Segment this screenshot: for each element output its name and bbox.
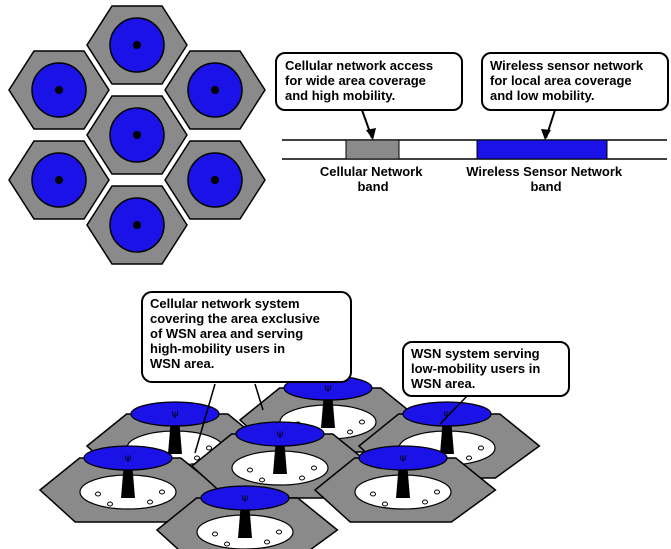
sensor-node [194, 455, 200, 461]
wsn-band-block [476, 139, 608, 160]
hex-cell [86, 185, 188, 265]
callout-cellular-access: Cellular network access for wide area co… [275, 52, 463, 140]
sensor-node [264, 539, 270, 545]
sensor-node [276, 529, 282, 535]
base-station-dot [133, 131, 141, 139]
wsn-band-label: Wireless Sensor Network band [466, 164, 626, 194]
antenna-icon: Ψ [324, 385, 331, 395]
wsn-canopy [200, 485, 290, 511]
base-station-dot [133, 41, 141, 49]
svg-text:Cellular network access: Cellular network access for wide area co… [285, 58, 437, 103]
base-station-tower [396, 462, 410, 498]
sensor-node [311, 465, 317, 471]
svg-text:WSN system serving low-m: WSN system serving low-mobility users in… [411, 346, 544, 391]
base-station-tower [121, 462, 135, 498]
sensor-node [147, 499, 153, 505]
perspective-cell: Ψ [190, 421, 374, 499]
hex-cell [164, 50, 266, 130]
base-station-dot [133, 221, 141, 229]
hex-cell [8, 50, 110, 130]
sensor-node [95, 491, 101, 497]
wsn-canopy [235, 421, 325, 447]
callout-wsn-system: WSN system serving low-mobility users in… [402, 341, 570, 425]
wsn-canopy [402, 401, 492, 427]
sensor-node [212, 531, 218, 537]
sensor-node [434, 489, 440, 495]
base-station-tower [440, 418, 454, 454]
base-station-dot [211, 86, 219, 94]
base-station-dot [55, 176, 63, 184]
sensor-node [478, 445, 484, 451]
sensor-node [159, 489, 165, 495]
hex-cell-layout [8, 5, 266, 265]
antenna-icon: Ψ [276, 431, 283, 441]
antenna-icon: Ψ [171, 411, 178, 421]
base-station-tower [321, 392, 335, 428]
sensor-node [347, 429, 353, 435]
sensor-node [299, 475, 305, 481]
sensor-node [247, 467, 253, 473]
hex-cell [86, 5, 188, 85]
sensor-node [359, 419, 365, 425]
wsn-canopy [83, 445, 173, 471]
callout-wsn-local: Wireless sensor network for local area c… [481, 52, 669, 140]
cellular-band-label: Cellular Network band [320, 164, 426, 194]
base-station-dot [55, 86, 63, 94]
hex-cell [164, 140, 266, 220]
sensor-node [466, 455, 472, 461]
perspective-cell: Ψ [313, 445, 497, 523]
svg-text:Wireless sensor network: Wireless sensor network for local area c… [490, 58, 647, 103]
perspective-cell: Ψ [155, 485, 339, 549]
sensor-node [422, 499, 428, 505]
svg-text:Cellular network system: Cellular network system covering the are… [150, 296, 323, 371]
base-station-tower [238, 502, 252, 538]
sensor-node [206, 445, 212, 451]
callout-cellular-system: Cellular network system covering the are… [141, 291, 352, 454]
hex-cell [86, 95, 188, 175]
base-station-tower [168, 418, 182, 454]
sensor-node [107, 501, 113, 507]
base-station-dot [211, 176, 219, 184]
sensor-node [370, 491, 376, 497]
antenna-icon: Ψ [124, 455, 131, 465]
antenna-icon: Ψ [399, 455, 406, 465]
antenna-icon: Ψ [241, 495, 248, 505]
perspective-cell: Ψ [38, 445, 222, 523]
wsn-canopy [130, 401, 220, 427]
base-station-tower [273, 438, 287, 474]
sensor-node [259, 477, 265, 483]
band-diagram: Cellular Network band Wireless Sensor Ne… [275, 52, 669, 194]
hex-cell [8, 140, 110, 220]
cellular-band-block [345, 139, 400, 160]
sensor-node [382, 501, 388, 507]
sensor-node [224, 541, 230, 547]
wsn-canopy [358, 445, 448, 471]
perspective-network: ΨΨΨΨΨΨΨ [38, 375, 541, 549]
